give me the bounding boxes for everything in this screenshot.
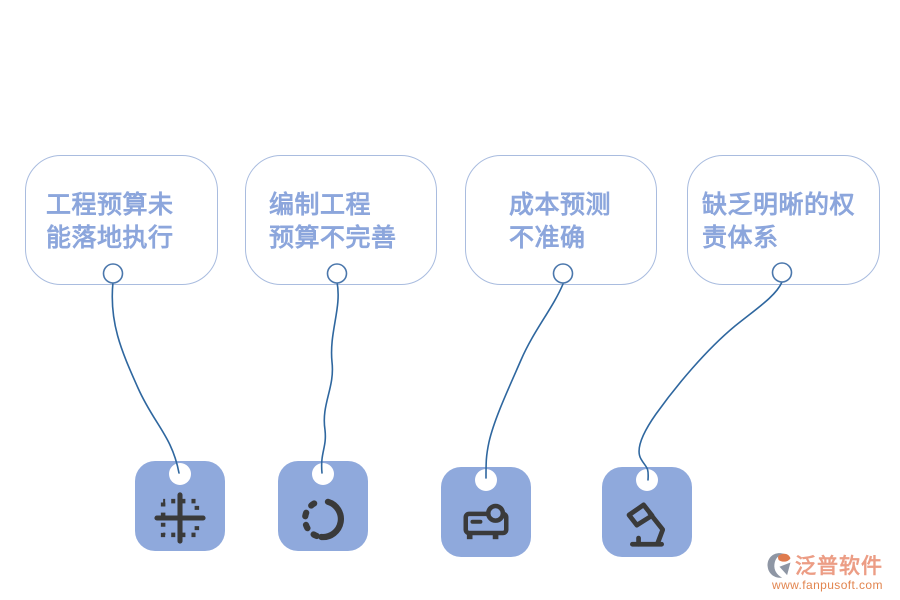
dashed-progress-circle-icon xyxy=(301,498,344,541)
tile-table-inner-borders xyxy=(135,461,225,551)
card-label-line: 不准确 xyxy=(509,224,586,252)
card-label-line: 责体系 xyxy=(702,224,779,252)
watermark-brand-text: 泛普软件 xyxy=(795,555,883,578)
connector-line-4 xyxy=(638,281,783,481)
table-inner-borders-icon xyxy=(154,492,206,544)
card-cost-forecast-inaccurate: 成本预测 不准确 xyxy=(465,155,657,285)
desk-lamp-icon xyxy=(626,502,666,547)
watermark: 泛普软件 www.fanpusoft.com xyxy=(766,550,892,592)
card-label-line: 预算不完善 xyxy=(269,224,397,252)
card-budget-incomplete: 编制工程 预算不完善 xyxy=(245,155,437,285)
card-label-line: 编制工程 xyxy=(269,191,372,219)
card-label-line: 缺乏明晰的权 xyxy=(702,191,856,219)
connector-line-2 xyxy=(320,281,339,474)
card-label-line: 成本预测 xyxy=(509,191,612,219)
tile-projector xyxy=(441,467,531,557)
tile-notch-circle xyxy=(312,463,334,485)
tile-notch-circle xyxy=(169,463,191,485)
tile-dashed-progress-circle xyxy=(278,461,368,551)
connector-line-3 xyxy=(485,283,564,479)
card-no-clear-responsibility: 缺乏明晰的权 责体系 xyxy=(687,155,880,285)
tile-desk-lamp xyxy=(602,467,692,557)
projector-icon xyxy=(463,503,509,540)
tile-notch-circle xyxy=(636,469,658,491)
card-budget-not-executed: 工程预算未 能落地执行 xyxy=(25,155,218,285)
card-label-line: 能落地执行 xyxy=(46,224,174,252)
watermark-url-text: www.fanpusoft.com xyxy=(772,578,883,592)
connector-line-1 xyxy=(111,281,180,474)
card-label-line: 工程预算未 xyxy=(46,191,174,219)
fanpu-logo-icon xyxy=(767,553,791,578)
tile-notch-circle xyxy=(475,469,497,491)
